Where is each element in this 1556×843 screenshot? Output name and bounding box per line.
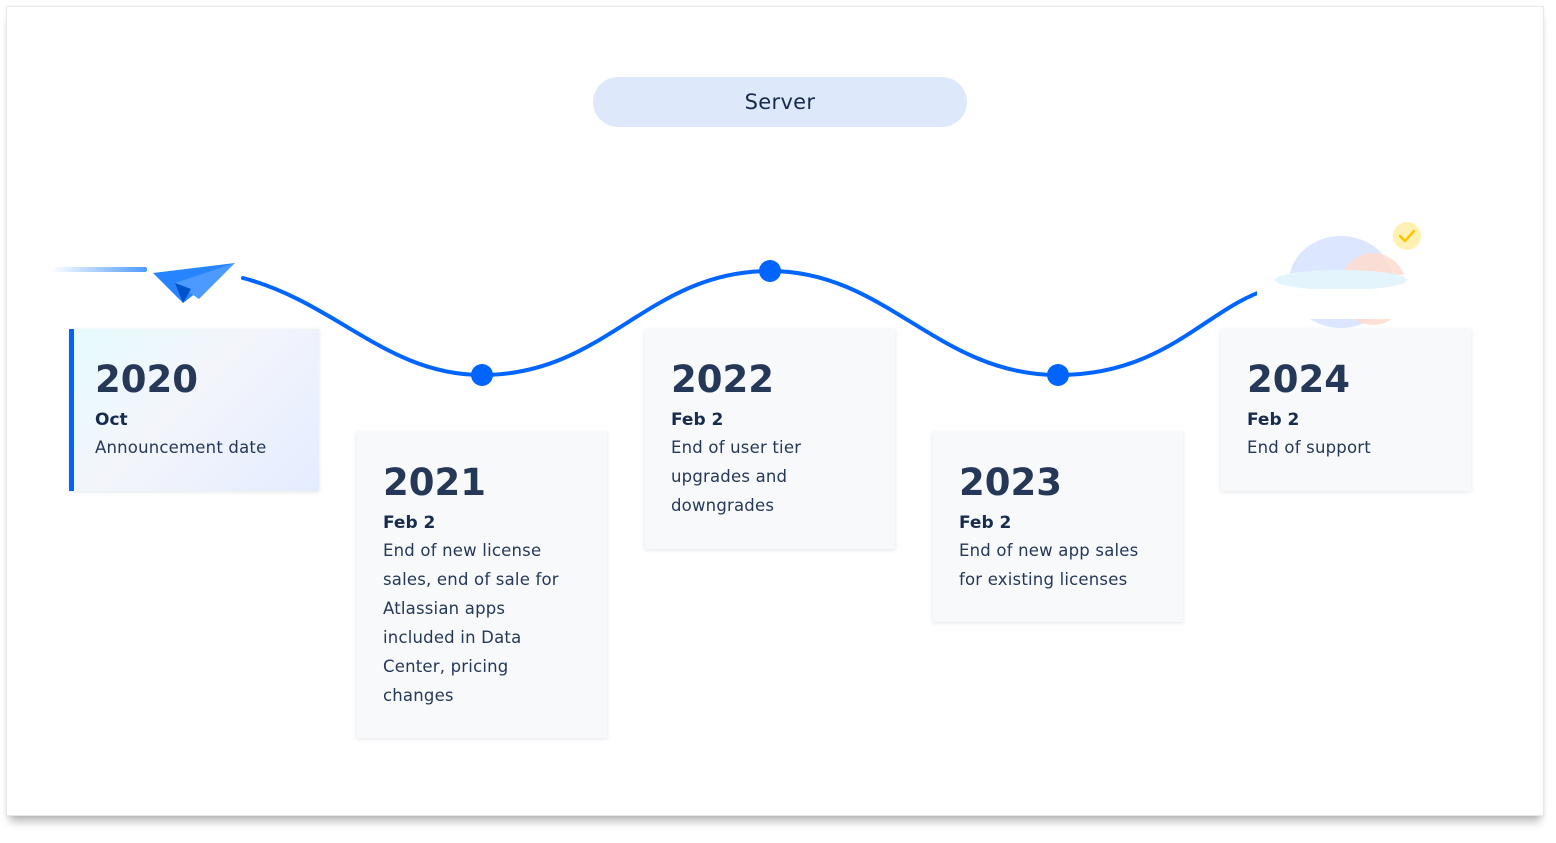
server-title-pill: Server [593,77,967,127]
milestone-date: Feb 2 [671,410,724,430]
milestone-card-2021: 2021 Feb 2 End of new license sales, end… [357,432,607,738]
plane-trail [51,267,147,272]
timeline-frame: Server [6,6,1544,816]
milestone-dot-2021 [471,364,493,386]
check-icon [1393,222,1421,250]
milestone-year: 2021 [383,461,486,504]
milestone-card-2020: 2020 Oct Announcement date [69,329,319,491]
milestone-dot-2022 [759,260,781,282]
milestone-card-2022: 2022 Feb 2 End of user tier upgrades and… [645,329,895,549]
milestone-dot-2023 [1047,364,1069,386]
milestone-card-2024: 2024 Feb 2 End of support [1221,329,1471,491]
milestone-year: 2023 [959,461,1062,504]
milestone-year: 2020 [95,358,198,401]
milestone-description: Announcement date [95,438,267,457]
milestone-year: 2024 [1247,358,1350,401]
milestone-date: Feb 2 [959,513,1012,533]
milestone-date: Feb 2 [1247,410,1300,430]
milestone-date: Feb 2 [383,513,436,533]
milestone-description: End of user tier upgrades and downgrades [671,438,802,515]
milestone-description: End of new license sales, end of sale fo… [383,541,559,705]
milestone-description: End of support [1247,438,1371,457]
paper-plane-icon [153,263,235,303]
cloud-icon [1257,236,1437,328]
timeline-curve [51,222,1437,386]
milestone-date: Oct [95,410,128,430]
milestone-description: End of new app sales for existing licens… [959,541,1139,589]
milestone-year: 2022 [671,358,774,401]
milestone-card-2023: 2023 Feb 2 End of new app sales for exis… [933,432,1183,622]
